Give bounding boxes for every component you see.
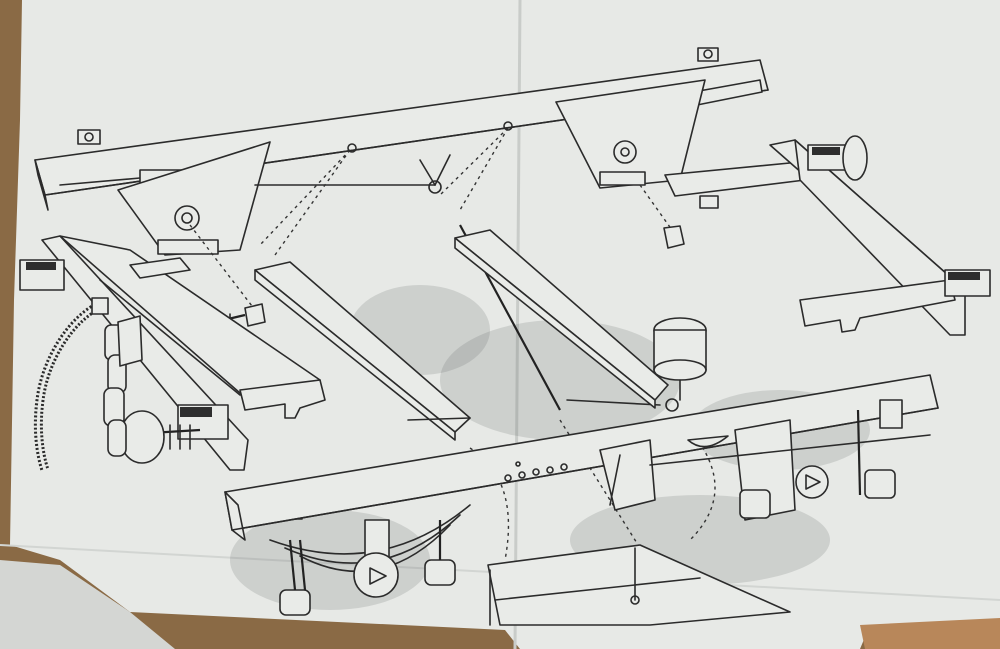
leaf-spring bbox=[269, 504, 471, 616]
right-suspension bbox=[599, 399, 931, 521]
right-axlebox-frame bbox=[664, 139, 966, 336]
w-iron-right bbox=[555, 79, 706, 189]
lower-solebar bbox=[224, 374, 939, 541]
buffer-left bbox=[19, 259, 229, 464]
vacuum-pipe bbox=[33, 297, 109, 472]
floor-plank-left bbox=[254, 261, 471, 441]
w-iron-left bbox=[117, 141, 271, 256]
detached-frame bbox=[487, 544, 791, 626]
brake-cylinder bbox=[653, 317, 707, 412]
buffer-right bbox=[807, 135, 991, 297]
table-edge bbox=[860, 618, 1000, 649]
coupling-chain bbox=[103, 315, 143, 457]
floor-plank-right bbox=[454, 229, 669, 409]
